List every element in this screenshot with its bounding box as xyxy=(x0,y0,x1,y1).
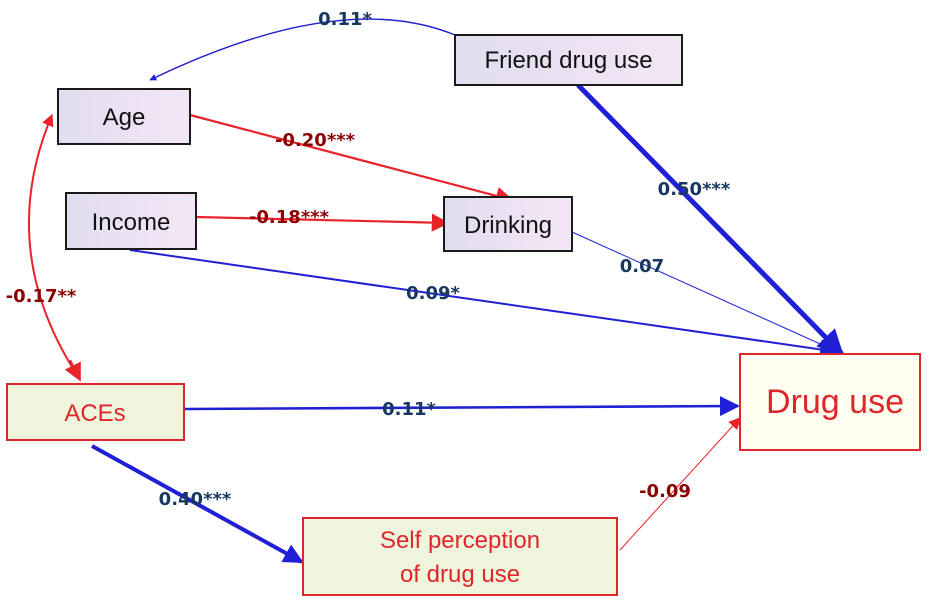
edge-friend-to-age xyxy=(149,18,456,81)
node-friend-drug-use-label: Friend drug use xyxy=(484,47,652,74)
node-age: Age xyxy=(57,88,191,145)
edge-selfperception-to-druguse xyxy=(619,417,741,551)
edge-age-to-drinking xyxy=(189,113,514,205)
coef-income-to-druguse: 0.09* xyxy=(406,283,460,304)
node-self-perception: Self perception of drug use xyxy=(302,517,618,596)
edge-friend-to-druguse xyxy=(576,83,844,356)
edge-income-to-druguse xyxy=(129,249,840,360)
coef-age-aces: -0.17** xyxy=(6,286,77,307)
node-aces-label: ACEs xyxy=(64,400,125,427)
node-age-label: Age xyxy=(103,104,146,131)
coef-friend-to-age: 0.11* xyxy=(318,9,372,30)
coef-drinking-to-druguse: 0.07 xyxy=(620,256,664,277)
node-self-perception-label-2: of drug use xyxy=(400,561,520,588)
node-aces: ACEs xyxy=(6,383,185,441)
coef-age-to-drinking: -0.20*** xyxy=(275,130,356,151)
edge-age-aces xyxy=(27,113,80,379)
edge-aces-to-selfperception xyxy=(91,444,304,564)
node-drinking-label: Drinking xyxy=(464,212,552,239)
edge-drinking-to-druguse xyxy=(571,231,839,353)
node-self-perception-label-1: Self perception xyxy=(380,527,540,554)
node-drug-use-label: Drug use xyxy=(766,383,904,421)
edge-aces-to-druguse xyxy=(183,396,740,417)
edge-age-aces-head xyxy=(64,359,81,382)
coef-income-to-drinking: -0.18*** xyxy=(249,207,330,228)
edge-income-to-drinking xyxy=(195,213,450,232)
node-drug-use: Drug use xyxy=(739,353,921,451)
coef-aces-to-selfperception: 0.40*** xyxy=(159,489,232,510)
node-income-label: Income xyxy=(92,209,171,236)
node-income: Income xyxy=(65,192,197,250)
coef-selfperception-to-druguse: -0.09 xyxy=(639,481,691,502)
coef-friend-to-druguse: 0.50*** xyxy=(658,179,731,200)
node-drinking: Drinking xyxy=(443,196,573,252)
coef-aces-to-druguse: 0.11* xyxy=(382,399,436,420)
node-friend-drug-use: Friend drug use xyxy=(454,34,683,86)
